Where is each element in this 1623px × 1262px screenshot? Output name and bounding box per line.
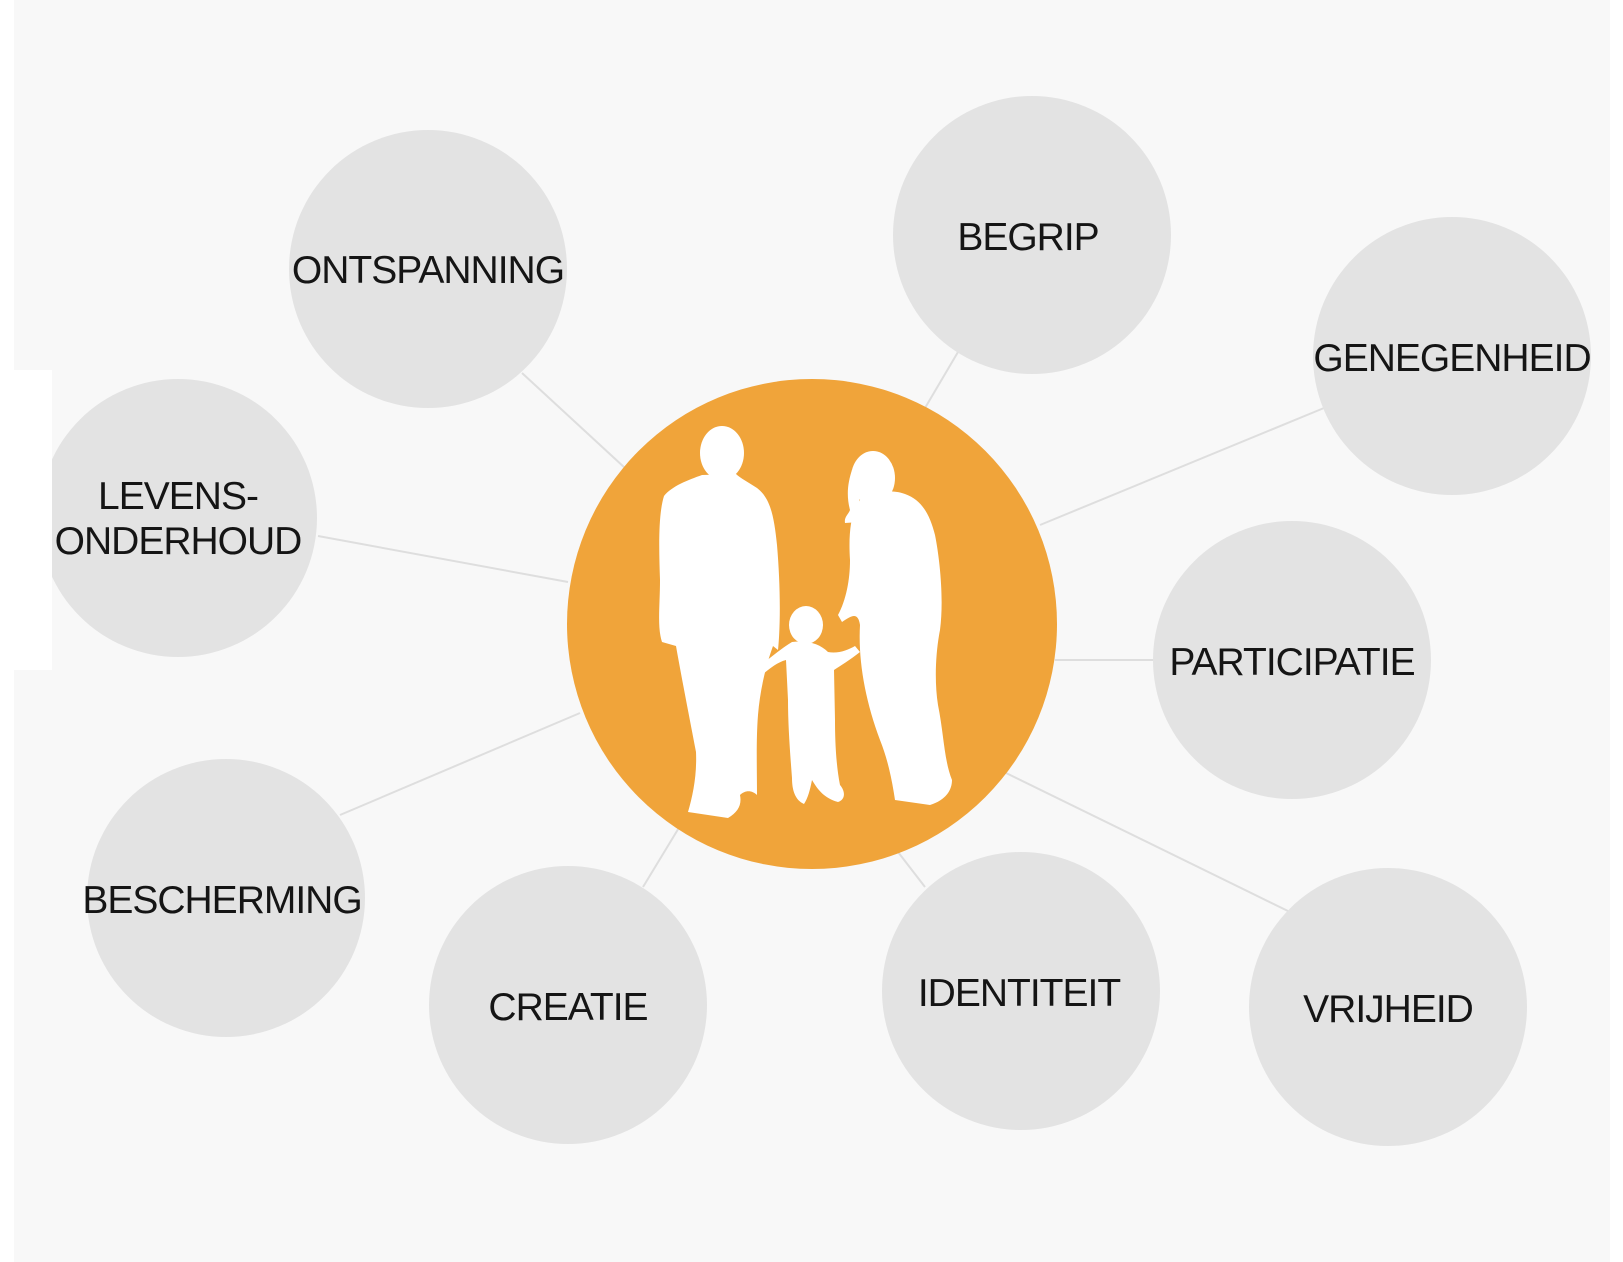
node-label-genegenheid: GENEGENHEID [1313,337,1590,380]
node-circle [87,759,365,1037]
father-body [659,474,780,818]
connector-ontspanning [521,372,626,469]
connector-begrip [924,351,959,409]
node-label-creatie: CREATIE [488,986,647,1029]
father-head [700,426,744,480]
node-label-levensonderhoud-line1: LEVENS- [98,475,258,518]
node-circle [1313,217,1591,495]
node-ontspanning: ONTSPANNING [289,130,567,408]
node-circle [1249,868,1527,1146]
node-identiteit: IDENTITEIT [882,852,1160,1130]
connector-bescherming [339,712,581,816]
node-label-begrip: BEGRIP [957,216,1098,259]
mother-head [851,451,895,505]
node-circle [289,130,567,408]
node-levensonderhoud: LEVENS- ONDERHOUD [0,370,317,670]
child-body [756,641,860,804]
node-genegenheid: GENEGENHEID [1313,217,1592,495]
node-label-participatie: PARTICIPATIE [1169,641,1414,684]
family-silhouette-icon [659,426,952,818]
page-margin [0,370,52,670]
connector-creatie [642,825,681,888]
node-circle [1153,521,1431,799]
node-circle [39,379,317,657]
node-label-levensonderhoud-line2: ONDERHOUD [55,520,302,563]
node-bescherming: BESCHERMING [82,759,365,1037]
node-label-vrijheid: VRIJHEID [1303,988,1473,1031]
connector-genegenheid [1039,407,1325,526]
connector-levensonderhoud [317,535,569,583]
node-participatie: PARTICIPATIE [1153,521,1431,799]
center-node [567,379,1057,869]
connector-identiteit [897,851,926,888]
mother-body [838,491,952,805]
child-head [789,606,823,644]
node-label-ontspanning: ONTSPANNING [292,249,564,292]
connector-vrijheid [1003,771,1291,913]
node-circle [893,96,1171,374]
connector-lines [317,351,1325,913]
node-circle [882,852,1160,1130]
node-creatie: CREATIE [429,866,707,1144]
node-label-identiteit: IDENTITEIT [918,972,1121,1015]
node-circle [429,866,707,1144]
node-begrip: BEGRIP [893,96,1171,374]
node-label-bescherming: BESCHERMING [82,879,361,922]
node-vrijheid: VRIJHEID [1249,868,1527,1146]
